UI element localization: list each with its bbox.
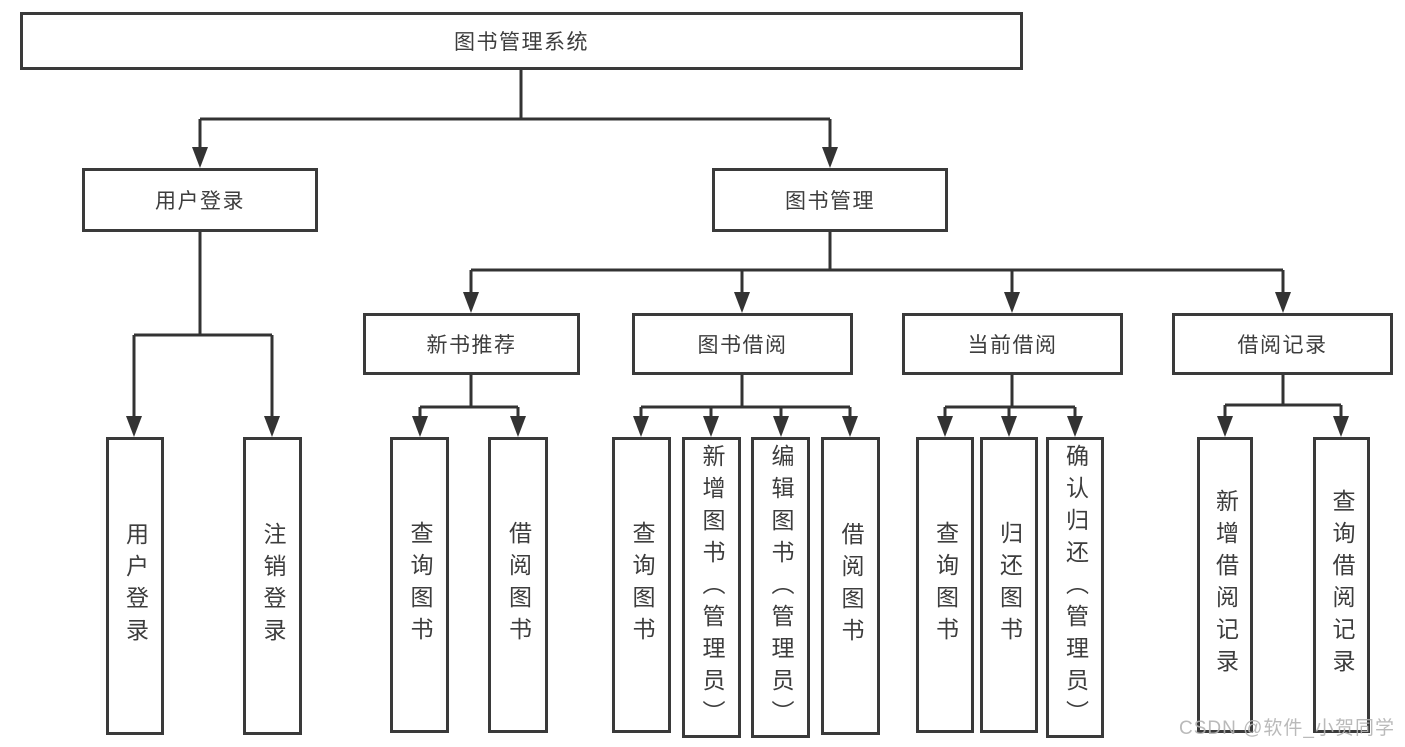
node-book-borrowing: 图书借阅 <box>632 313 853 375</box>
leaf-current-confirm-admin-label: 确认归还（管理员） <box>1062 443 1089 732</box>
leaf-borrow-query: 查询图书 <box>612 437 671 733</box>
arrowhead <box>842 416 858 437</box>
node-new-book-recommend-label: 新书推荐 <box>426 334 517 357</box>
leaf-newbook-borrow: 借阅图书 <box>488 437 548 733</box>
leaf-borrow-borrow: 借阅图书 <box>821 437 880 735</box>
node-borrowing-records: 借阅记录 <box>1172 313 1393 375</box>
arrowhead <box>463 292 479 313</box>
arrowhead <box>822 147 838 168</box>
node-root-label: 图书管理系统 <box>454 31 589 54</box>
node-root: 图书管理系统 <box>20 12 1023 70</box>
leaf-borrow-query-label: 查询图书 <box>629 521 655 649</box>
arrowhead <box>1001 416 1017 437</box>
arrowheads <box>126 147 1349 437</box>
arrowhead <box>1004 292 1020 313</box>
arrowhead <box>510 416 526 437</box>
connector-bookmgmt-to-level3 <box>469 232 1285 294</box>
leaf-current-query-label: 查询图书 <box>932 521 959 649</box>
leaf-record-query-label: 查询借阅记录 <box>1329 489 1355 681</box>
leaf-record-add: 新增借阅记录 <box>1197 437 1253 733</box>
leaf-newbook-borrow-label: 借阅图书 <box>505 521 532 649</box>
arrowhead <box>773 416 789 437</box>
leaf-borrow-borrow-label: 借阅图书 <box>838 522 864 650</box>
leaf-record-add-label: 新增借阅记录 <box>1212 489 1239 681</box>
node-borrowing-records-label: 借阅记录 <box>1237 334 1328 357</box>
leaf-borrow-edit-admin: 编辑图书（管理员） <box>751 437 810 738</box>
node-new-book-recommend: 新书推荐 <box>363 313 580 375</box>
arrowhead <box>1333 416 1349 437</box>
leaf-current-query: 查询图书 <box>916 437 974 733</box>
arrowhead <box>412 416 428 437</box>
leaf-current-return-label: 归还图书 <box>996 521 1023 649</box>
leaf-newbook-query: 查询图书 <box>390 437 449 733</box>
node-book-management: 图书管理 <box>712 168 948 232</box>
arrowhead <box>937 416 953 437</box>
csdn-watermark: CSDN @软件_小贺同学 <box>1179 718 1395 739</box>
connector-root-to-level2 <box>198 70 832 150</box>
arrowhead <box>192 147 208 168</box>
node-book-management-label: 图书管理 <box>785 190 875 213</box>
leaf-current-return: 归还图书 <box>980 437 1038 733</box>
leaf-newbook-query-label: 查询图书 <box>407 521 433 649</box>
arrowhead <box>264 416 280 437</box>
arrowhead <box>1275 292 1291 313</box>
leaf-logout-label: 注销登录 <box>260 522 286 650</box>
node-user-login-label: 用户登录 <box>155 190 245 213</box>
arrowhead <box>1067 416 1083 437</box>
leaf-user-login-label: 用户登录 <box>122 522 149 650</box>
leaf-borrow-add-admin: 新增图书（管理员） <box>682 437 741 738</box>
arrowhead <box>126 416 142 437</box>
arrowhead <box>633 416 649 437</box>
node-user-login: 用户登录 <box>82 168 318 232</box>
node-current-borrowing: 当前借阅 <box>902 313 1123 375</box>
connector-newbook-to-leaves <box>418 375 520 418</box>
node-book-borrowing-label: 图书借阅 <box>697 334 788 357</box>
connector-userlogin-to-leaves <box>132 232 274 418</box>
connector-records-to-leaves <box>1223 375 1343 418</box>
leaf-logout: 注销登录 <box>243 437 302 735</box>
arrowhead <box>1217 416 1233 437</box>
connector-current-to-leaves <box>943 375 1077 418</box>
node-current-borrowing-label: 当前借阅 <box>967 334 1058 357</box>
connector-borrow-to-leaves <box>639 375 852 418</box>
leaf-record-query: 查询借阅记录 <box>1313 437 1370 733</box>
leaf-user-login: 用户登录 <box>106 437 164 735</box>
leaf-current-confirm-admin: 确认归还（管理员） <box>1046 437 1104 738</box>
arrowhead <box>734 292 750 313</box>
leaf-borrow-edit-admin-label: 编辑图书（管理员） <box>768 443 794 732</box>
arrowhead <box>703 416 719 437</box>
leaf-borrow-add-admin-label: 新增图书（管理员） <box>699 443 725 732</box>
